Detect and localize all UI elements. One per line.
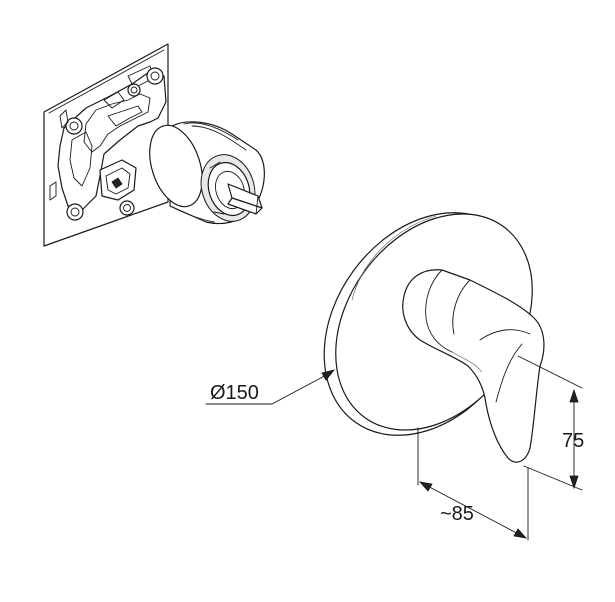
height-label: 75 <box>562 430 584 452</box>
lever-handle <box>402 269 545 463</box>
valve-casting <box>57 69 167 211</box>
trim-assembly <box>323 212 545 463</box>
height-dimension: 75 <box>517 355 584 491</box>
diameter-label: Ø150 <box>210 382 259 404</box>
concealed-valve-body <box>43 43 265 247</box>
mounting-lug-top-right <box>146 67 164 85</box>
depth-dimension: ~85 <box>417 427 529 541</box>
mounting-lug-bottom-left <box>66 203 84 221</box>
mounting-lug-right <box>119 200 135 216</box>
diameter-dimension: Ø150 <box>205 369 336 405</box>
depth-label: ~85 <box>440 503 474 525</box>
mounting-lug-top-left <box>65 117 83 135</box>
spindle <box>227 183 263 215</box>
cartridge-housing <box>149 121 265 225</box>
mounting-lug-mid <box>127 83 141 97</box>
